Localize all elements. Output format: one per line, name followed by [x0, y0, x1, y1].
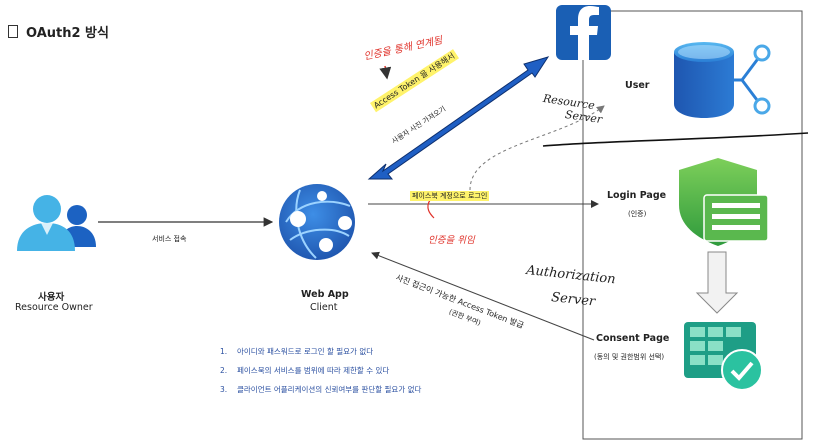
- shield-form-icon: [679, 158, 769, 246]
- consent-page-label: Consent Page: [596, 333, 670, 344]
- authorization-server-panel: [582, 10, 803, 440]
- fb-login-label: 페이스북 계정으로 로그인: [410, 191, 490, 201]
- consent-page-sub: (동의 및 권한범위 선택): [594, 353, 665, 361]
- service-access-label: 서비스 접속: [152, 235, 187, 243]
- benefit-item: 1.아이디와 패스워드로 로그인 할 필요가 없다: [220, 347, 374, 356]
- benefit-text: 클라이언트 어플리케이션의 신뢰여부를 판단할 필요가 없다: [237, 385, 422, 394]
- note-auth-delegation: 인증을 위임: [428, 235, 475, 246]
- flow-down-arrow: [695, 251, 739, 314]
- facebook-logo-icon: [556, 5, 611, 60]
- benefit-text: 페이스북의 서비스를 범위에 따라 제한할 수 있다: [237, 366, 390, 375]
- user-role: Resource Owner: [15, 302, 93, 313]
- resource-server-divider: [542, 132, 809, 147]
- benefit-item: 2.페이스북의 서비스를 범위에 따라 제한할 수 있다: [220, 366, 390, 375]
- webapp-role: Client: [310, 302, 338, 313]
- resource-dashed-arrow: [469, 105, 605, 191]
- web-app-icon: [279, 184, 355, 260]
- consent-grid-icon: [684, 322, 763, 391]
- token-issue-arrow: [371, 251, 595, 341]
- benefit-text: 아이디와 패스워드로 로그인 할 필요가 없다: [237, 347, 374, 356]
- webapp-name: Web App: [301, 289, 349, 300]
- page-title-text: OAuth2 방식: [26, 26, 109, 41]
- note-top-arrow: [379, 65, 392, 80]
- document-icon: [8, 25, 18, 38]
- benefit-item: 3.클라이언트 어플리케이션의 신뢰여부를 판단할 필요가 없다: [220, 385, 422, 394]
- page-title: OAuth2 방식: [8, 22, 109, 41]
- benefits-list: 1.아이디와 패스워드로 로그인 할 필요가 없다 2.페이스북의 서비스를 범…: [220, 346, 421, 403]
- login-page-sub: (인증): [628, 210, 647, 218]
- user-resource-label: User: [625, 80, 650, 91]
- login-page-label: Login Page: [607, 190, 667, 201]
- database-icon: [674, 42, 771, 118]
- access-token-double-arrow: [367, 56, 550, 180]
- note-login-arrow: [427, 199, 435, 219]
- user-name: 사용자: [38, 292, 65, 303]
- user-group-icon: [17, 195, 96, 251]
